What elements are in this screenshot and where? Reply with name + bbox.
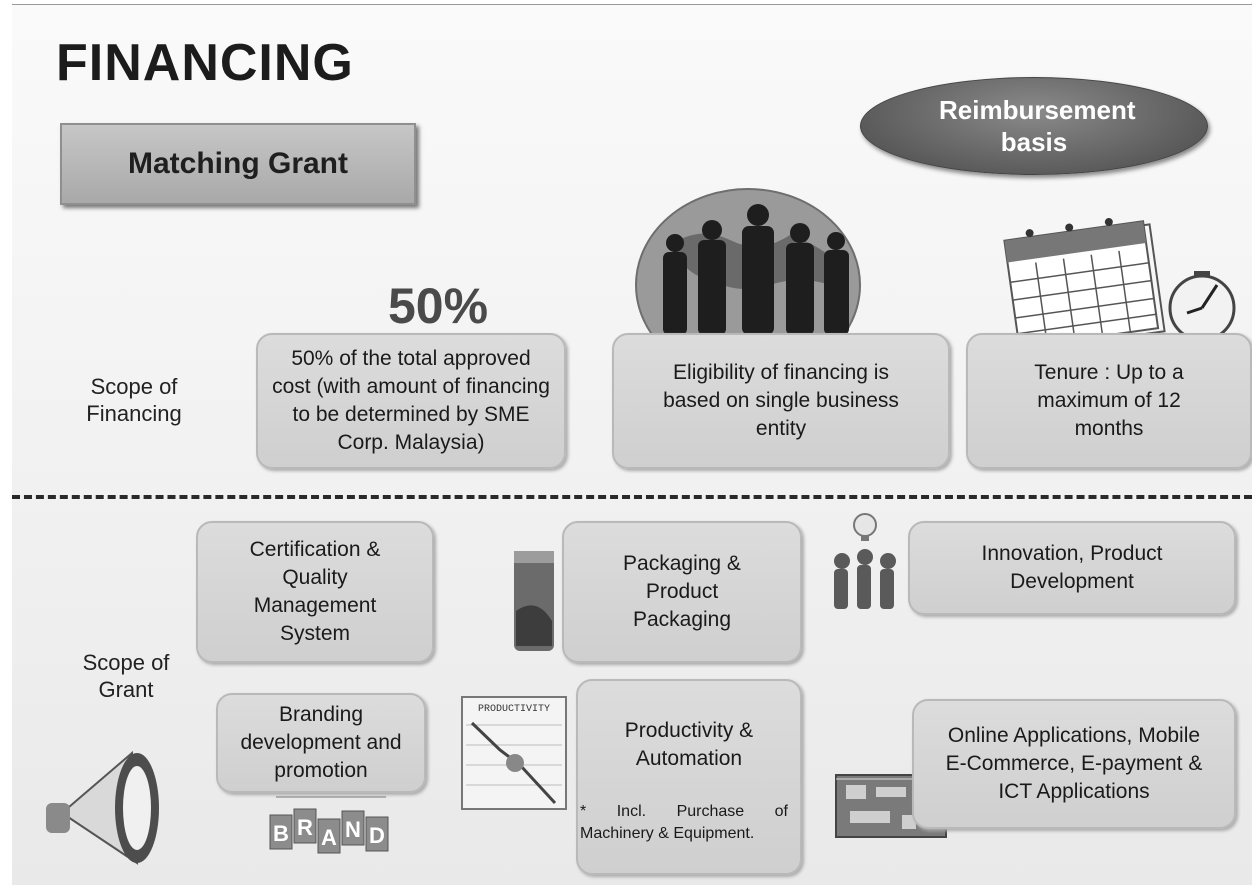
branding-text: Branding development and promotion [240,703,402,782]
certification-text: Certification & Quality Management Syste… [249,538,381,645]
fifty-percent-headline: 50% [388,278,489,334]
innovation-box: Innovation, Product Development [908,521,1236,615]
slide: FINANCING Matching Grant Reimbursement b… [12,4,1252,885]
packaging-text: Packaging & Product Packaging [623,552,741,631]
brand-letter-b: B [273,821,289,846]
reimbursement-basis-text: Reimbursement basis [939,95,1136,157]
team-lightbulb-illustration [834,513,896,609]
online-applications-text: Online Applications, Mobile E-Commerce, … [945,724,1203,803]
scope-of-grant-label: Scope of Grant [82,650,170,702]
approved-cost-box: 50% of the total approved cost (with amo… [256,333,566,469]
eligibility-text: Eligibility of financing is based on sin… [663,361,899,440]
productivity-note: * Incl. Purchase of Machinery & Equipmen… [580,803,788,842]
brand-letter-n: N [345,817,361,842]
section-divider [12,495,1252,499]
certification-box: Certification & Quality Management Syste… [196,521,434,663]
eligibility-box: Eligibility of financing is based on sin… [612,333,950,469]
scope-of-financing-label: Scope of Financing [86,374,182,426]
packaging-box: Packaging & Product Packaging [562,521,802,663]
productivity-sign-text: PRODUCTIVITY [478,704,550,715]
matching-grant-text: Matching Grant [127,147,348,180]
productivity-text: Productivity & Automation [624,719,754,770]
reimbursement-basis-badge: Reimbursement basis [860,77,1208,175]
productivity-sign-illustration: PRODUCTIVITY [461,696,567,810]
innovation-text: Innovation, Product Development [981,542,1163,593]
packaging-can-illustration [514,551,554,651]
online-applications-box: Online Applications, Mobile E-Commerce, … [912,699,1236,829]
business-people-globe-illustration [635,188,861,335]
megaphone-icon [46,750,159,865]
approved-cost-text: 50% of the total approved cost (with amo… [272,347,550,454]
brand-letter-r: R [297,815,313,840]
brand-letters-illustration: B R A N D [269,796,389,854]
tenure-box: Tenure : Up to a maximum of 12 months [966,333,1252,469]
tenure-text: Tenure : Up to a maximum of 12 months [1034,361,1184,440]
slide-title: FINANCING [56,34,354,92]
branding-box: Branding development and promotion [216,693,426,793]
brand-letter-a: A [321,825,337,850]
productivity-box: Productivity & Automation [576,679,802,875]
matching-grant-label: Matching Grant [60,123,416,205]
brand-letter-d: D [369,823,385,848]
calendar-clock-illustration [1003,217,1236,352]
